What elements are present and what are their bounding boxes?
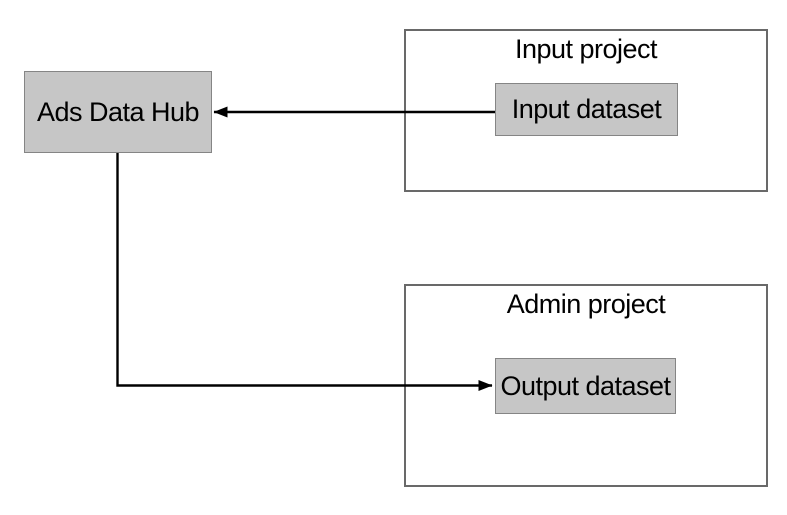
node-ads-data-hub: Ads Data Hub: [24, 71, 212, 153]
node-output-dataset: Output dataset: [495, 358, 676, 414]
node-input-dataset: Input dataset: [495, 83, 678, 136]
container-admin-project-title: Admin project: [506, 289, 666, 319]
container-input-project-title: Input project: [514, 34, 658, 64]
